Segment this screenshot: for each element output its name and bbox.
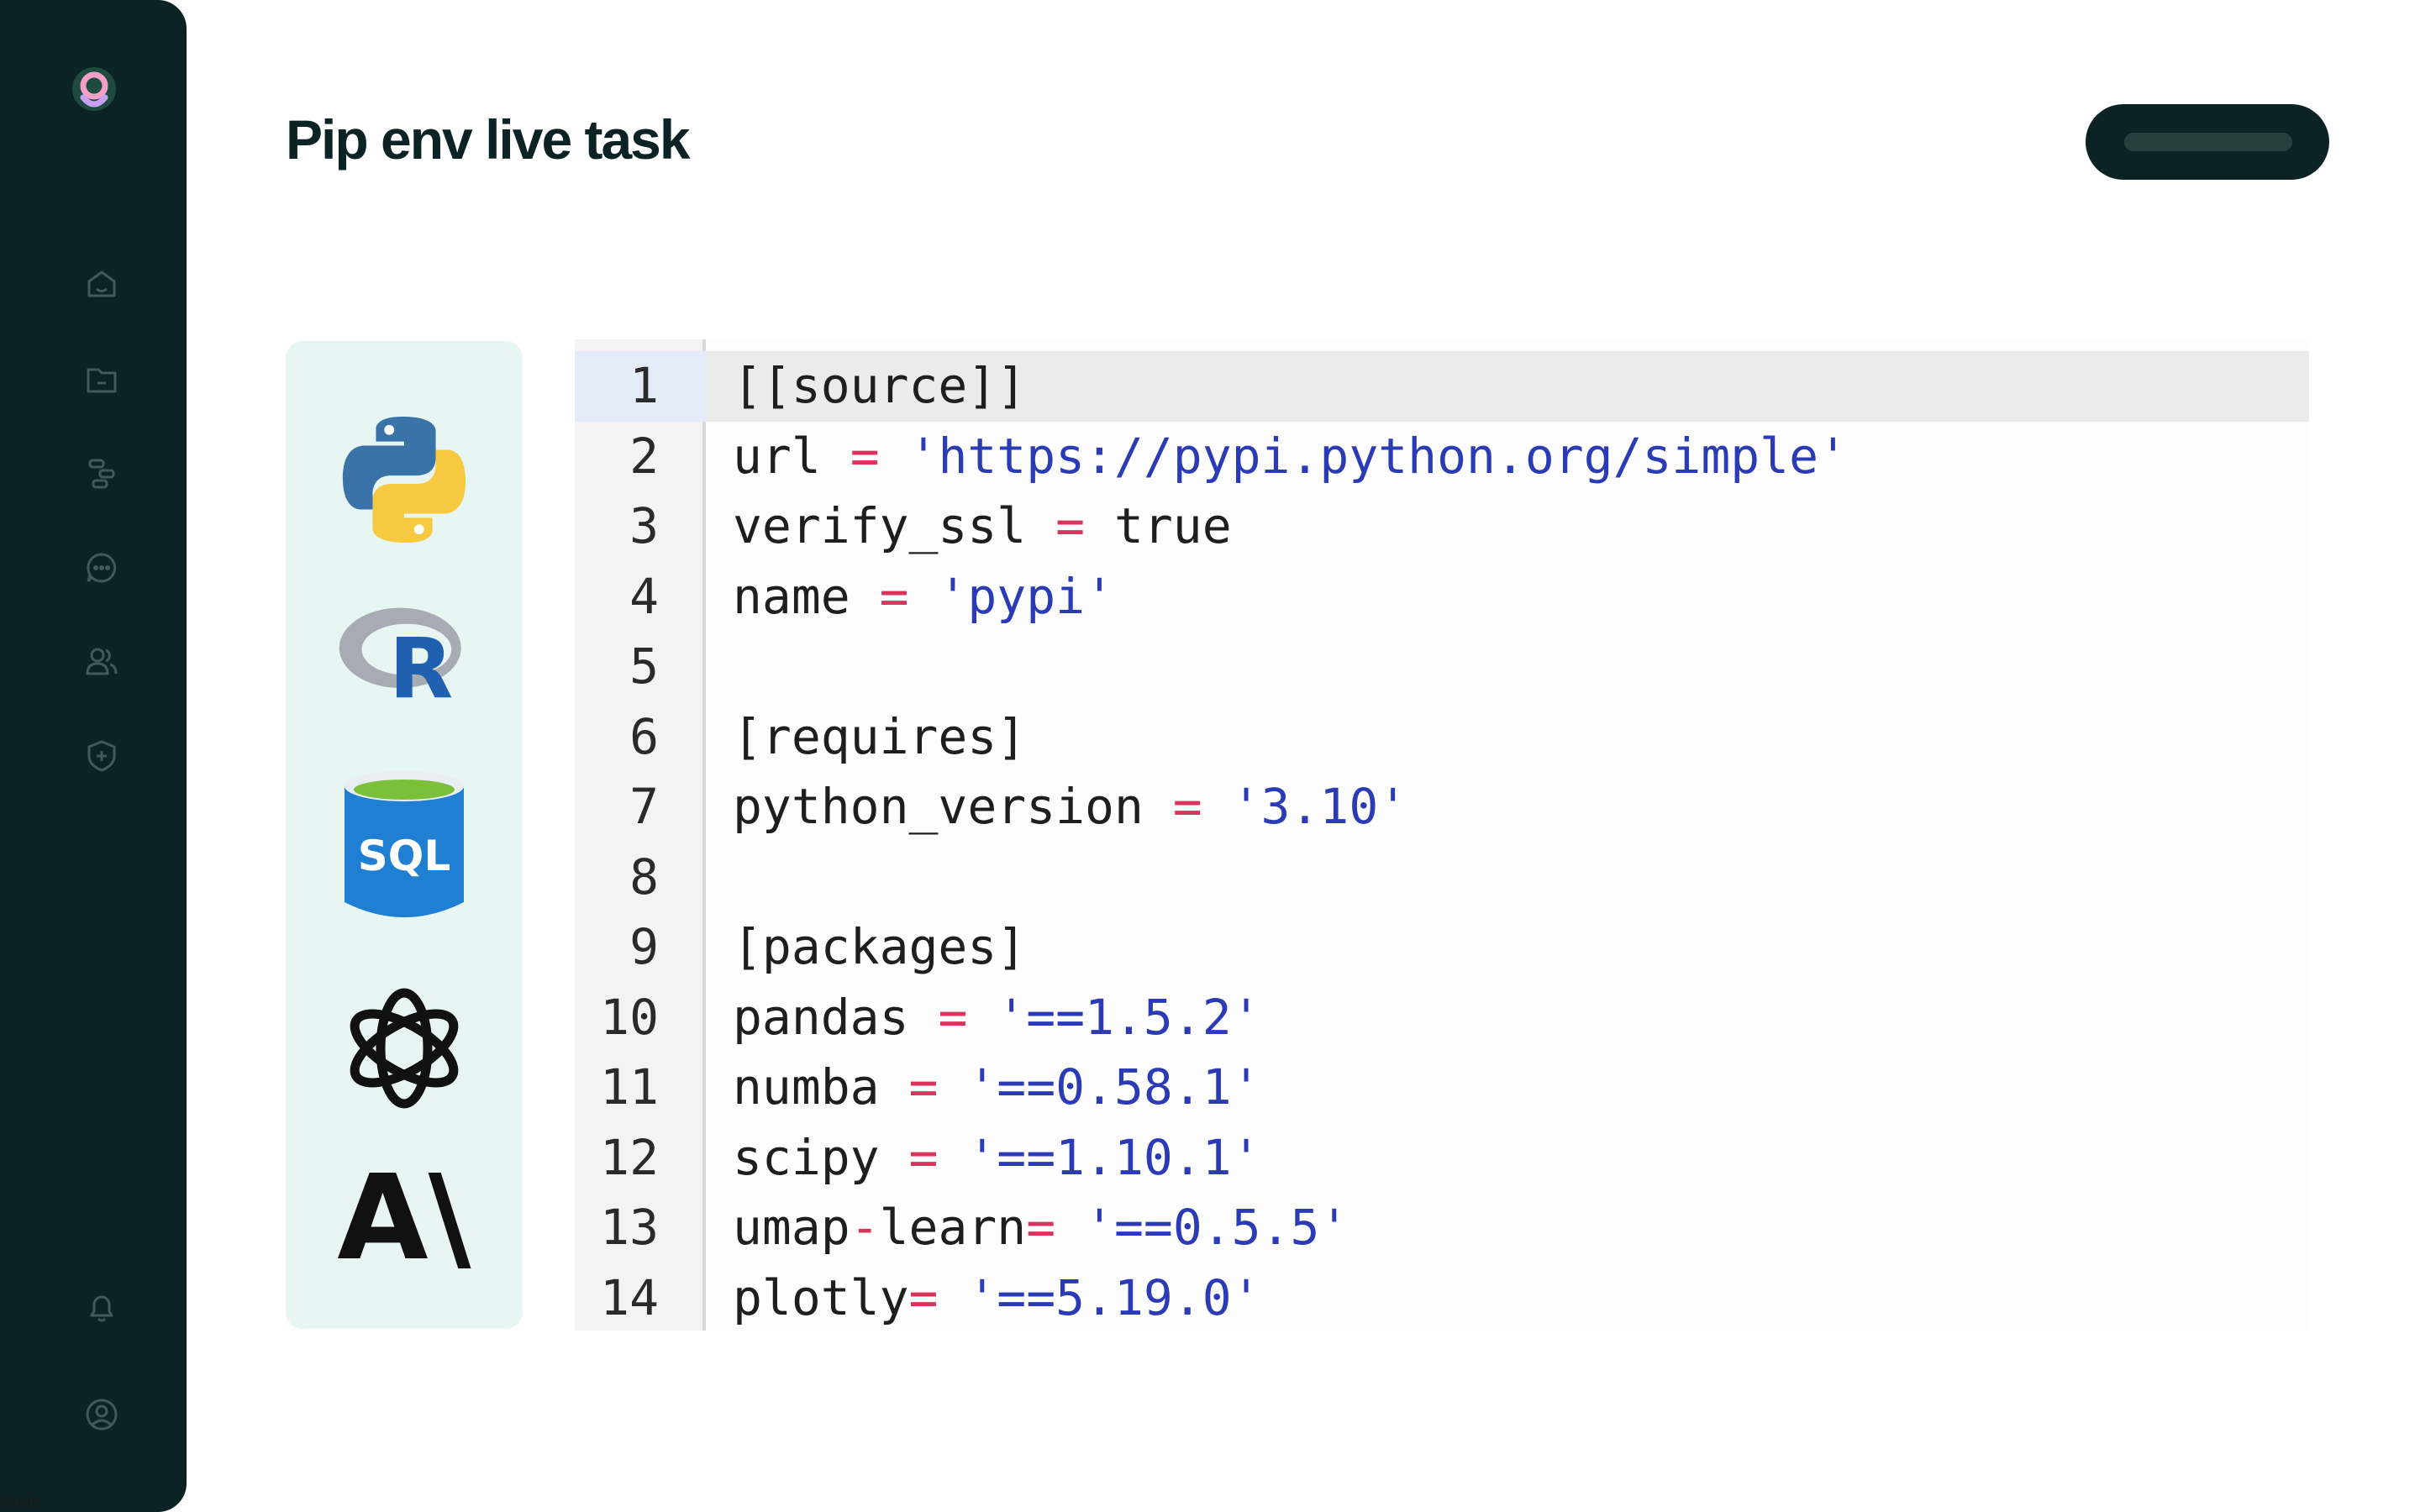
line-number: 8 [629, 848, 659, 906]
operator-token: = [1026, 1199, 1056, 1256]
code-line[interactable]: 7 python_version = '3.10' [575, 772, 2309, 842]
string-token: '==1.5.2' [967, 988, 1261, 1046]
page-title: Pip env live task [286, 108, 691, 171]
code-token: pandas [733, 988, 939, 1046]
line-number-gutter [575, 339, 706, 1331]
operator-token: = [1055, 497, 1086, 554]
code-token: [packages] [733, 918, 1027, 975]
line-number: 10 [600, 988, 659, 1046]
code-text: python_version = '3.10' [733, 772, 1407, 842]
operator-token: - [850, 1199, 880, 1256]
string-token: 'pypi' [908, 567, 1114, 625]
header-action-button[interactable] [2086, 104, 2329, 180]
string-token: '==0.5.5' [1055, 1199, 1349, 1256]
line-number: 6 [629, 707, 659, 765]
code-token: [[source]] [733, 357, 1027, 414]
line-number: 7 [629, 778, 659, 835]
code-line[interactable]: 10 pandas = '==1.5.2' [575, 983, 2309, 1053]
code-text: [[source]] [733, 351, 1026, 421]
r-logo: R [286, 601, 523, 706]
line-number: 9 [629, 918, 659, 975]
anthropic-logo: A\ [286, 1168, 523, 1268]
code-line[interactable]: 12 scipy = '==1.10.1' [575, 1123, 2309, 1193]
sidebar [0, 0, 187, 1512]
app-logo[interactable] [66, 64, 123, 121]
string-token: '==0.58.1' [938, 1058, 1261, 1116]
users-icon[interactable] [78, 638, 125, 685]
code-line[interactable]: 4 name = 'pypi' [575, 562, 2309, 632]
current-line-gutter-highlight [575, 351, 706, 422]
code-token: numba [733, 1058, 909, 1116]
code-text: url = 'https://pypi.python.org/simple' [733, 422, 1848, 491]
code-token: python_version [733, 778, 1173, 835]
line-number: 5 [629, 638, 659, 695]
line-number: 4 [629, 567, 659, 625]
code-token: [requires] [733, 707, 1027, 765]
shield-icon[interactable] [78, 732, 125, 780]
current-line-highlight [575, 351, 2309, 422]
line-number: 1 [629, 357, 659, 414]
operator-token: = [879, 567, 909, 625]
code-line[interactable]: 3 verify_ssl = true [575, 491, 2309, 561]
code-token: name [733, 567, 880, 625]
code-line[interactable]: 14 plotly= '==5.19.0' [575, 1263, 2309, 1331]
line-number: 14 [600, 1268, 659, 1326]
string-token: '==5.19.0' [938, 1268, 1261, 1326]
python-logo [286, 413, 523, 546]
code-editor[interactable]: 1 [[source]] 2 url = 'https://pypi.python.o… [575, 339, 2309, 1331]
code-text: name = 'pypi' [733, 562, 1114, 632]
code-line[interactable]: 5 [575, 632, 2309, 701]
code-text: pandas = '==1.5.2' [733, 983, 1261, 1053]
code-line[interactable]: 1 [[source]] [575, 351, 2309, 421]
line-number: 12 [600, 1128, 659, 1186]
sql-logo-text: SQL [358, 832, 450, 880]
code-token: verify_ssl [733, 497, 1056, 554]
folder-icon[interactable] [78, 356, 125, 403]
openai-logo [286, 981, 523, 1116]
code-line[interactable]: 2 url = 'https://pypi.python.org/simple' [575, 422, 2309, 491]
code-text: verify_ssl = true [733, 491, 1232, 561]
code-token: learn [879, 1199, 1027, 1256]
line-number: 11 [600, 1058, 659, 1116]
code-text: scipy = '==1.10.1' [733, 1123, 1261, 1193]
code-text: umap-learn= '==0.5.5' [733, 1193, 1349, 1263]
code-token: plotly [733, 1268, 909, 1326]
code-token: true [1085, 497, 1232, 554]
sql-logo: SQL [286, 768, 523, 924]
code-line[interactable]: 9 [packages] [575, 912, 2309, 982]
operator-token: = [850, 427, 880, 485]
code-text: numba = '==0.58.1' [733, 1053, 1261, 1122]
footer-text: Welc [0, 1492, 41, 1512]
code-text: [requires] [733, 702, 1026, 772]
operator-token: = [908, 1058, 939, 1116]
chat-icon[interactable] [78, 544, 125, 591]
code-token: url [733, 427, 850, 485]
string-token: 'https://pypi.python.org/simple' [879, 427, 1848, 485]
home-icon[interactable] [78, 260, 125, 307]
code-text: plotly= '==5.19.0' [733, 1263, 1261, 1331]
tools-panel: R SQL A\ [286, 341, 523, 1329]
operator-token: = [908, 1268, 939, 1326]
bell-icon[interactable] [78, 1284, 125, 1331]
profile-icon[interactable] [78, 1391, 125, 1438]
operator-token: = [1172, 778, 1202, 835]
workflow-icon[interactable] [78, 450, 125, 497]
operator-token: = [908, 1128, 939, 1186]
code-line[interactable]: 13 umap-learn= '==0.5.5' [575, 1193, 2309, 1263]
string-token: '3.10' [1202, 778, 1408, 835]
code-token: umap [733, 1199, 850, 1256]
code-line[interactable]: 6 [requires] [575, 702, 2309, 772]
header-button-placeholder [2124, 133, 2292, 151]
string-token: '==1.10.1' [938, 1128, 1261, 1186]
line-number: 13 [600, 1199, 659, 1256]
code-line[interactable]: 8 [575, 843, 2309, 912]
code-line[interactable]: 11 numba = '==0.58.1' [575, 1053, 2309, 1122]
anthropic-logo-text: A\ [337, 1168, 471, 1268]
line-number: 2 [629, 427, 659, 485]
code-text: [packages] [733, 912, 1026, 982]
line-number: 3 [629, 497, 659, 554]
operator-token: = [938, 988, 968, 1046]
code-token: scipy [733, 1128, 909, 1186]
r-logo-letter: R [389, 621, 453, 706]
